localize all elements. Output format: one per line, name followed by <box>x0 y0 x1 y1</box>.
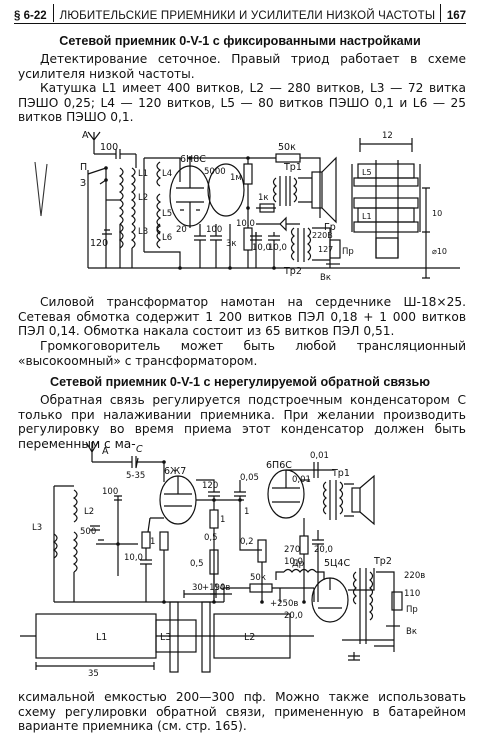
fig1-label-r3k: 3к <box>226 239 237 249</box>
fig1-label-c10c: 10,0 <box>268 243 287 253</box>
fig2-label-dim30: 30 <box>192 583 203 593</box>
fig2-label-cap: С <box>136 444 143 455</box>
fig2-label-l1: L1 <box>96 632 107 643</box>
schematic-1: А 100 П З 120 L1 L2 L3 L4 L5 L6 6Н8С 500… <box>80 130 460 283</box>
fig1-label-coil-l5: L5 <box>362 168 372 177</box>
fig1-label-c100b: 100 <box>206 225 222 235</box>
fig2-label-tr2: Тр2 <box>373 556 392 567</box>
fig2-label-c20b: 20,0 <box>284 611 303 621</box>
fig2-label-c10: 10,0 <box>124 553 143 563</box>
fig1-label-dim10: 10 <box>432 209 442 218</box>
fig1-label-c10b: 10,0 <box>252 243 271 253</box>
fig1-label-r1k: 1к <box>258 193 269 203</box>
fig1-label-l6: L6 <box>162 233 172 243</box>
fig1-label-cap120: 120 <box>90 238 108 249</box>
fig1-label-l2: L2 <box>138 193 148 203</box>
section1-para2: Катушка L1 имеет 400 витков, L2 — 280 ви… <box>18 81 466 124</box>
fig2-label-c120: 120 <box>202 481 218 491</box>
fig1-label-dim12: 12 <box>382 131 393 141</box>
section1-para3: Силовой трансформатор намотан на сердечн… <box>18 295 466 338</box>
fig2-label-l2-side: L2 <box>84 507 94 517</box>
fig2-label-r1: 1 <box>150 537 155 547</box>
pencil-mark <box>34 161 48 217</box>
fig1-label-cap100: 100 <box>100 142 118 153</box>
fig2-label-r05b: 0,5 <box>190 559 204 569</box>
fig1-label-tube: 6Н8С <box>180 154 206 165</box>
fig2-label-c20: 20,0 <box>314 545 333 555</box>
fig2-label-l3-side: L3 <box>32 523 42 533</box>
fig2-label-r1c: 1 <box>244 507 249 517</box>
fig2-label-tube2: 6П6С <box>266 460 292 471</box>
fig2-label-plus190: +190в <box>202 583 230 593</box>
fig1-label-vk: Вк <box>320 273 331 283</box>
section1-heading: Сетевой приемник 0-V-1 с фиксированными … <box>59 34 421 48</box>
page-number: 167 <box>446 10 466 22</box>
fig2-label-220: 220в <box>404 571 425 581</box>
header-divider <box>52 4 54 22</box>
fig1-label-l5: L5 <box>162 209 172 219</box>
fig1-label-c10: 10,0 <box>236 219 255 229</box>
section1-para1: Детектирование сеточное. Правый триод ра… <box>18 52 466 81</box>
fig2-label-tr1: Тр1 <box>331 468 350 479</box>
fig2-label-c100: 100 <box>102 487 118 497</box>
header-divider <box>439 4 441 22</box>
fig2-label-r50k: 50к <box>250 573 266 583</box>
continuation-text: ксимальной емкостью 200—300 пф. Можно та… <box>18 690 466 733</box>
fig2-label-c001: 0,01 <box>310 451 329 461</box>
fig2-label-dr: Др <box>292 559 304 569</box>
fig2-label-antenna: А <box>102 446 109 457</box>
fig1-label-switch: П <box>80 162 87 173</box>
fig2-label-rect: 5Ц4С <box>324 558 350 569</box>
fig1-label-antenna: А <box>82 130 89 141</box>
fig2-label-dim35: 35 <box>88 669 99 678</box>
fig1-label-l3: L3 <box>138 227 148 237</box>
fig2-label-c001b: 0,01 <box>292 475 311 485</box>
section2-heading: Сетевой приемник 0-V-1 с нерегулируемой … <box>49 375 431 389</box>
fig1-label-r5000: 5000 <box>204 167 226 177</box>
fig1-label-coil-l1: L1 <box>362 212 372 221</box>
fig2-label-c005: 0,05 <box>240 473 259 483</box>
fig2-label-r270: 270 <box>284 545 300 555</box>
fig2-label-l3: L3 <box>160 632 171 643</box>
fig1-label-r1m: 1м <box>230 173 242 183</box>
fig1-label-gr: Гр <box>324 222 336 233</box>
page-header: § 6-22 ЛЮБИТЕЛЬСКИЕ ПРИЕМНИКИ И УСИЛИТЕЛ… <box>14 2 466 24</box>
section1-para4: Громкоговоритель может быть любой трансл… <box>18 339 466 368</box>
fig2-label-plus250: +250в <box>270 599 298 609</box>
fig1-label-r50k: 50к <box>278 142 296 153</box>
fig2-label-pr: Пр <box>406 605 418 615</box>
fig2-label-110: 110 <box>404 589 420 599</box>
fig2-label-r02: 0,2 <box>240 537 254 547</box>
fig2-label-c10b: 10,0 <box>284 557 303 567</box>
fig1-label-tr1: Тр1 <box>283 162 302 173</box>
fig1-label-pr: Пр <box>342 247 354 257</box>
fig1-label-dimd: ⌀10 <box>432 247 447 256</box>
fig1-label-l4: L4 <box>162 169 172 179</box>
fig1-label-127: 127 <box>318 245 333 254</box>
fig2-label-c500: 500 <box>80 527 96 537</box>
section2-para1: Обратная связь регулируется подстроечным… <box>18 393 466 451</box>
running-title: ЛЮБИТЕЛЬСКИЕ ПРИЕМНИКИ И УСИЛИТЕЛИ НИЗКО… <box>59 10 436 22</box>
fig2-label-r1b: 1 <box>220 515 225 525</box>
fig2-label-dim14: 14 <box>214 583 225 593</box>
fig2-label-l2: L2 <box>244 632 255 643</box>
fig1-label-tr2: Тр2 <box>283 266 302 277</box>
fig1-label-l1: L1 <box>138 169 148 179</box>
fig2-label-r05: 0,5 <box>204 533 218 543</box>
schematic-2: А С 5-35 6Ж7 6П6С 5Ц4С 100 500 120 0,05 … <box>20 441 425 678</box>
fig2-label-cap-range: 5-35 <box>126 471 145 481</box>
fig1-label-c20: 20 <box>176 225 187 235</box>
fig2-label-vk: Вк <box>406 627 417 637</box>
fig1-label-220: 220В <box>312 231 333 240</box>
section-number: § 6-22 <box>14 10 47 22</box>
fig2-label-tube1: 6Ж7 <box>164 466 186 477</box>
fig1-label-ground: З <box>80 178 86 189</box>
